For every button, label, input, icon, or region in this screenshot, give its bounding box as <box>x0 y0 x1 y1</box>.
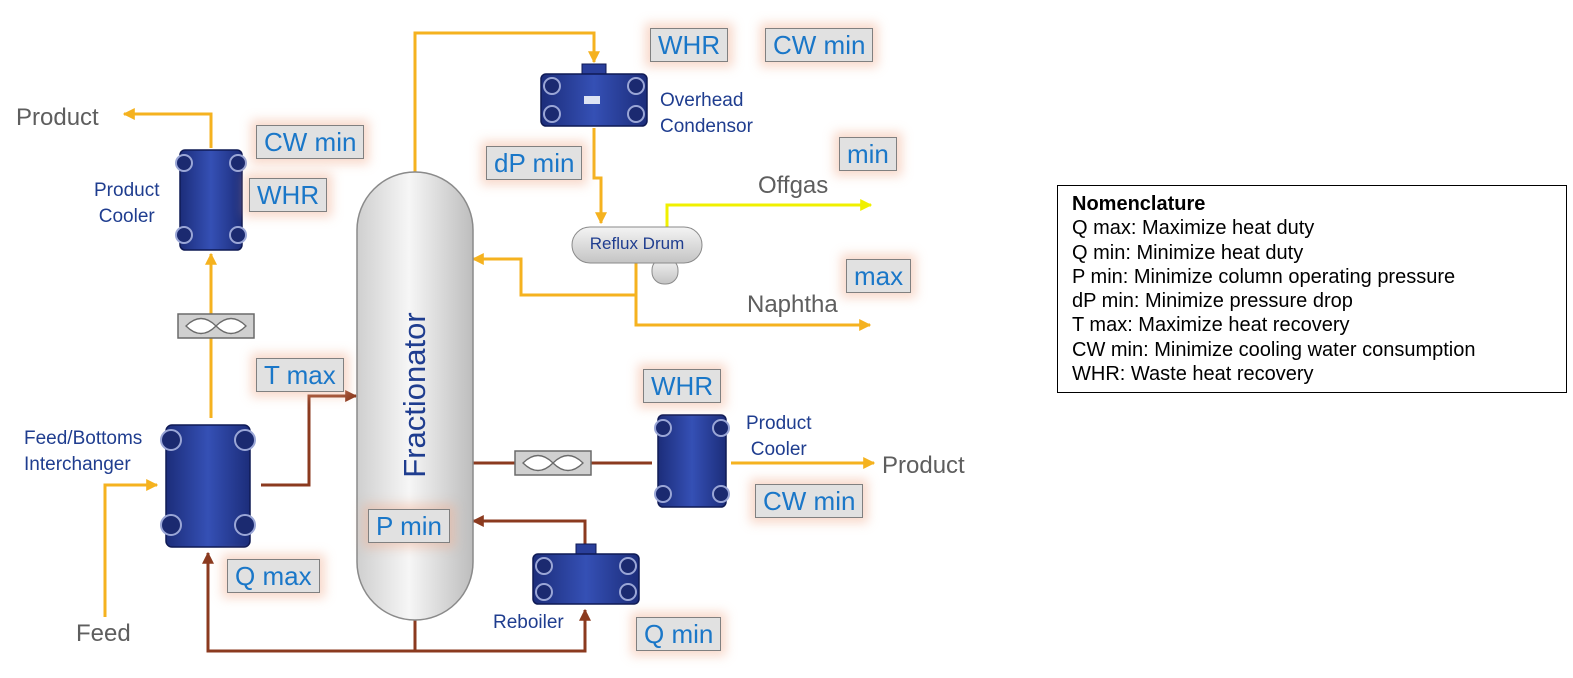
tag-interchanger-q-max: Q max <box>227 559 320 593</box>
tag-naphtha-max: max <box>846 259 912 293</box>
legend-title: Nomenclature <box>1072 193 1206 215</box>
stream-label-naphtha: Naphtha <box>747 291 838 318</box>
tag-overhead-dp-min: dP min <box>486 146 583 180</box>
fractionator-label: Fractionator <box>397 312 432 478</box>
reflux-drum <box>571 226 703 285</box>
overhead-condensor-label: Overhead Condensor <box>660 90 753 137</box>
offgas-line <box>665 199 873 229</box>
tag-reboiler-q-min: Q min <box>636 617 722 651</box>
feed-bottoms-interchanger-label: Feed/Bottoms Interchanger <box>24 428 143 475</box>
feed-bottoms-interchanger-exchanger <box>160 424 256 548</box>
product-cooler-right-exchanger <box>654 414 730 508</box>
fractionator-column <box>356 171 474 621</box>
stream-label-product-right: Product <box>882 452 965 479</box>
nomenclature-legend: Nomenclature Q max: Maximize heat duty Q… <box>1057 185 1567 393</box>
reboiler-label: Reboiler <box>493 612 564 633</box>
reboiler-exchanger <box>532 543 640 605</box>
legend-item-q-min: Q min: Minimize heat duty <box>1072 241 1304 264</box>
legend-item-cw-min: CW min: Minimize cooling water consumpti… <box>1072 338 1476 361</box>
tag-product-cooler-top-whr: WHR <box>249 178 328 212</box>
air-cooler-right <box>514 450 592 476</box>
tag-fractionator-p-min: P min <box>368 509 450 543</box>
air-cooler-left <box>177 313 255 339</box>
stream-label-product-top: Product <box>16 104 99 131</box>
stream-label-feed: Feed <box>76 620 131 647</box>
product-cooler-top-label: Product Cooler <box>94 180 160 227</box>
legend-item-dp-min: dP min: Minimize pressure drop <box>1072 290 1353 313</box>
product-top-line <box>122 108 213 148</box>
legend-item-whr: WHR: Waste heat recovery <box>1072 363 1314 386</box>
reboiler-return-line <box>471 515 587 555</box>
tag-product-cooler-top-cw-min: CW min <box>256 125 365 159</box>
product-cooler-top-exchanger <box>175 149 247 251</box>
naphtha-line <box>634 262 872 331</box>
tag-offgas-min: min <box>839 137 897 171</box>
legend-item-p-min: P min: Minimize column operating pressur… <box>1072 265 1456 288</box>
condensate-line <box>592 128 607 225</box>
reflux-drum-label: Reflux Drum <box>589 234 685 253</box>
tag-product-cooler-right-cw-min: CW min <box>755 484 864 518</box>
bottoms-line <box>202 551 591 653</box>
product-cooler-right-label: Product Cooler <box>746 413 812 460</box>
overhead-condensor-exchanger <box>540 63 648 127</box>
tag-overhead-whr: WHR <box>650 28 729 62</box>
legend-item-q-max: Q max: Maximize heat duty <box>1072 217 1315 240</box>
reflux-line <box>471 253 636 297</box>
heated-feed-line <box>261 390 358 487</box>
stream-label-offgas: Offgas <box>758 172 829 199</box>
tag-overhead-cw-min: CW min <box>765 28 874 62</box>
tag-product-cooler-right-whr: WHR <box>643 369 722 403</box>
overhead-vapor-line <box>413 31 600 172</box>
feed-line <box>103 479 159 617</box>
legend-item-t-max: T max: Maximize heat recovery <box>1072 314 1350 337</box>
tag-feed-t-max: T max <box>256 358 344 392</box>
